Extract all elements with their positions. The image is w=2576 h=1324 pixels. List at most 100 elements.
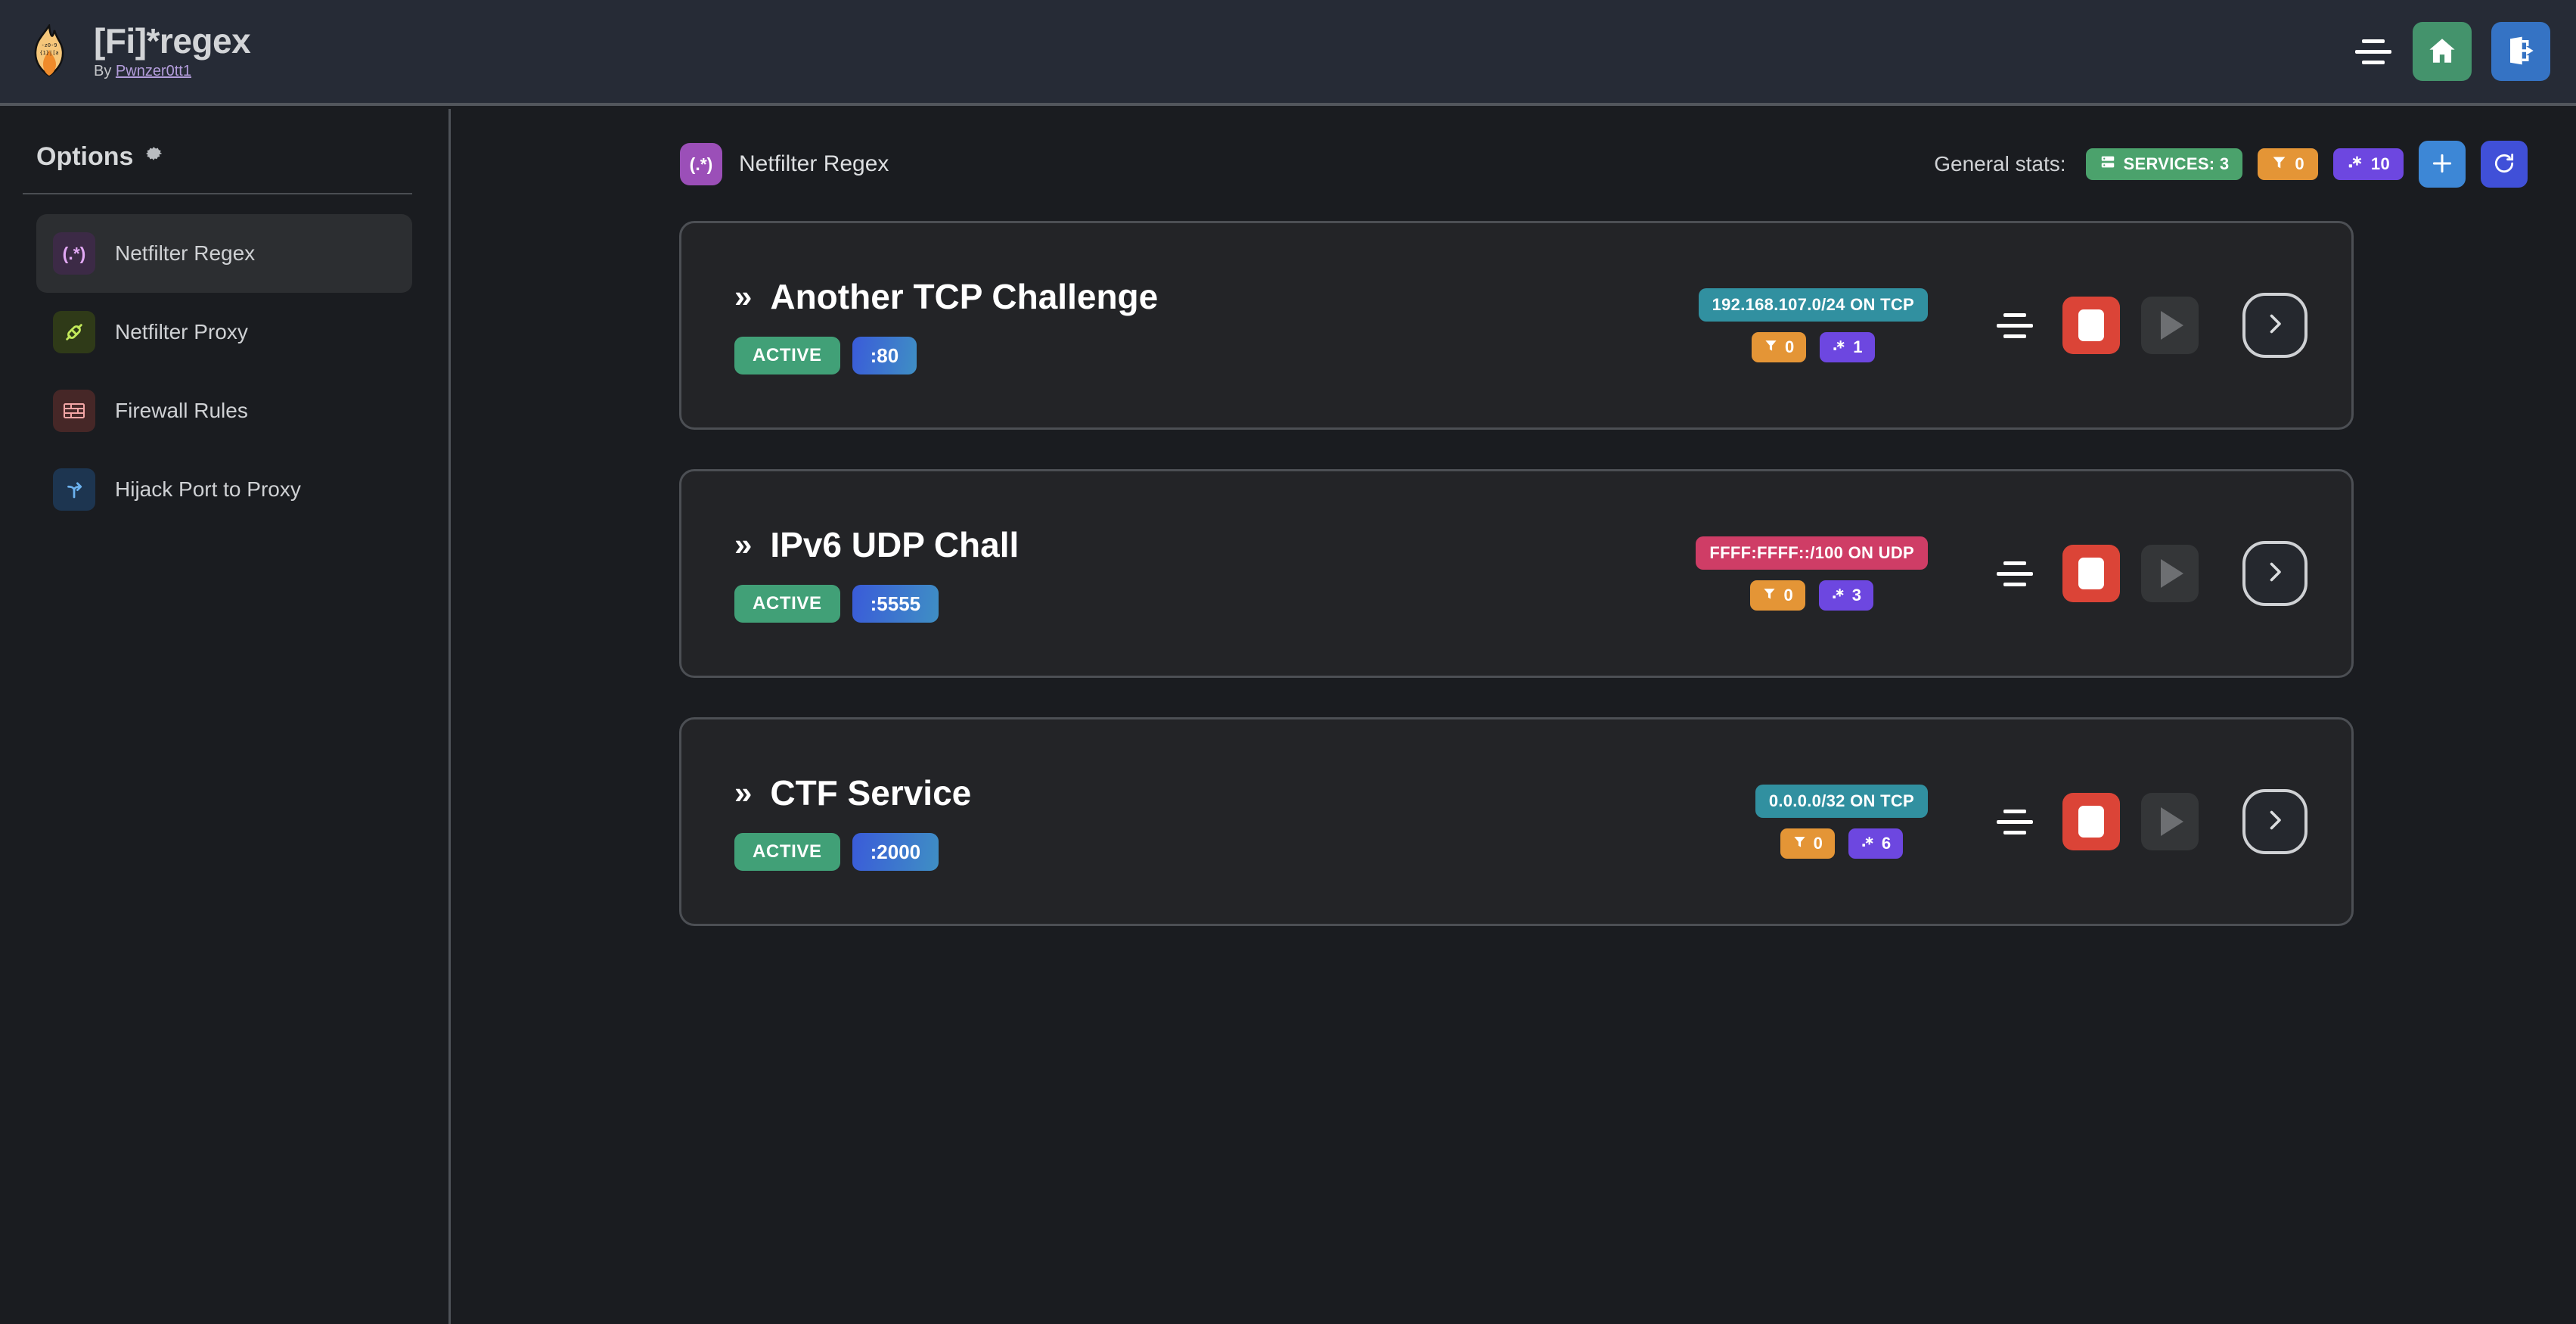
flame-regex-logo-icon: -z0-9 {1}|[a <box>26 23 73 79</box>
general-stats: General stats: SERVICES: 3 <box>1934 141 2528 188</box>
status-badge: ACTIVE <box>734 337 840 375</box>
status-badge-regexes: 10 <box>2332 148 2404 180</box>
hamburger-icon[interactable] <box>2354 35 2393 68</box>
network-badge: 0.0.0.0/32 ON TCP <box>1755 785 1928 818</box>
service-title-row: » Another TCP Challenge <box>734 276 1158 317</box>
sidebar-nav: (.*) Netfilter Regex Netfilter Proxy Fir… <box>0 214 448 529</box>
filter-count-badge: 0 <box>1750 580 1805 611</box>
service-badges: ACTIVE :80 <box>734 337 1158 375</box>
stop-button[interactable] <box>2062 793 2120 850</box>
open-service-details-button[interactable] <box>2242 789 2308 854</box>
sidebar-item-hijack-port-to-proxy[interactable]: Hijack Port to Proxy <box>36 450 412 529</box>
list-icon[interactable] <box>1988 303 2041 348</box>
service-network-info: FFFF:FFFF::/100 ON UDP 0 3 <box>1696 536 1928 611</box>
service-name: CTF Service <box>770 773 972 813</box>
regex-icon <box>1861 834 1875 853</box>
service-badges: ACTIVE :5555 <box>734 585 1019 623</box>
sidebar-item-label: Netfilter Regex <box>115 241 256 265</box>
funnel-icon <box>1762 586 1777 605</box>
regex-count-label: 6 <box>1881 834 1892 853</box>
network-badge: FFFF:FFFF::/100 ON UDP <box>1696 536 1928 570</box>
regex-icon <box>2347 154 2363 175</box>
start-button[interactable] <box>2141 793 2199 850</box>
double-chevron-icon: » <box>734 278 753 314</box>
service-network-info: 0.0.0.0/32 ON TCP 0 6 <box>1755 785 1928 859</box>
sidebar-heading: Options <box>36 142 448 172</box>
author-link[interactable]: Pwnzer0tt1 <box>115 63 191 80</box>
regex-count-badge: 1 <box>1820 332 1875 362</box>
stop-icon <box>2078 558 2104 589</box>
list-icon[interactable] <box>1988 551 2041 596</box>
add-service-button[interactable] <box>2419 141 2466 188</box>
plug-icon <box>53 311 95 353</box>
service-title-row: » IPv6 UDP Chall <box>734 524 1019 565</box>
open-service-details-button[interactable] <box>2242 541 2308 606</box>
start-button[interactable] <box>2141 545 2199 602</box>
main-content: (.*) Netfilter Regex General stats: SERV… <box>453 109 2576 1324</box>
refresh-icon <box>2492 151 2516 178</box>
logout-icon <box>2505 35 2537 69</box>
start-button[interactable] <box>2141 297 2199 354</box>
filter-count-label: 0 <box>1783 586 1793 605</box>
fork-route-icon <box>53 468 95 511</box>
general-stats-label: General stats: <box>1934 152 2066 176</box>
server-icon <box>2100 154 2116 175</box>
chevron-right-icon <box>2261 807 2289 838</box>
regex-count-label: 1 <box>1853 337 1863 356</box>
sidebar-item-firewall-rules[interactable]: Firewall Rules <box>36 371 412 450</box>
sidebar-heading-label: Options <box>36 142 134 171</box>
service-info: » Another TCP Challenge ACTIVE :80 <box>734 276 1158 375</box>
service-name: Another TCP Challenge <box>770 277 1159 316</box>
svg-text:{1}|[a: {1}|[a <box>39 50 58 56</box>
service-list: » Another TCP Challenge ACTIVE :80 192.1… <box>679 221 2576 926</box>
sidebar: Options (.*) Netfilter Regex Netfilter P… <box>0 109 451 1324</box>
list-icon[interactable] <box>1988 799 2041 844</box>
svg-text:-z0-9: -z0-9 <box>41 42 57 48</box>
sidebar-item-label: Netfilter Proxy <box>115 320 248 343</box>
play-icon <box>2161 559 2183 588</box>
open-service-details-button[interactable] <box>2242 293 2308 358</box>
regex-count-badge: 3 <box>1818 580 1873 611</box>
network-badge: 192.168.107.0/24 ON TCP <box>1698 288 1928 322</box>
sidebar-item-label: Hijack Port to Proxy <box>115 477 301 501</box>
chevron-right-icon <box>2261 558 2289 589</box>
service-card[interactable]: » IPv6 UDP Chall ACTIVE :5555 FFFF:FFFF:… <box>679 469 2354 678</box>
status-badge: ACTIVE <box>734 585 840 623</box>
filter-count-badge: 0 <box>1752 332 1807 362</box>
brand: -z0-9 {1}|[a [Fi]*regex By Pwnzer0tt1 <box>26 20 251 80</box>
service-card[interactable]: » CTF Service ACTIVE :2000 0.0.0.0/32 ON… <box>679 717 2354 926</box>
content-header: (.*) Netfilter Regex General stats: SERV… <box>680 141 2528 188</box>
funnel-icon <box>1792 834 1807 853</box>
home-button[interactable] <box>2413 22 2472 81</box>
service-info: » CTF Service ACTIVE :2000 <box>734 772 971 871</box>
brand-text: [Fi]*regex By Pwnzer0tt1 <box>94 20 251 80</box>
funnel-icon <box>1764 337 1778 357</box>
home-icon <box>2426 35 2458 69</box>
service-card[interactable]: » Another TCP Challenge ACTIVE :80 192.1… <box>679 221 2354 430</box>
stop-button[interactable] <box>2062 545 2120 602</box>
stop-button[interactable] <box>2062 297 2120 354</box>
header-actions <box>2354 22 2550 81</box>
play-icon <box>2161 807 2183 836</box>
sidebar-item-netfilter-regex[interactable]: (.*) Netfilter Regex <box>36 214 412 293</box>
stop-icon <box>2078 309 2104 341</box>
app-title: [Fi]*regex <box>94 20 251 61</box>
app-header: -z0-9 {1}|[a [Fi]*regex By Pwnzer0tt1 <box>0 0 2576 106</box>
regex-icon: (.*) <box>53 232 95 275</box>
status-badge-filters: 0 <box>2258 148 2318 180</box>
refresh-button[interactable] <box>2481 141 2528 188</box>
service-network-info: 192.168.107.0/24 ON TCP 0 1 <box>1698 288 1928 362</box>
service-counters: 0 1 <box>1752 332 1875 362</box>
regex-icon <box>1832 337 1846 357</box>
double-chevron-icon: » <box>734 775 753 810</box>
regex-count-badge: 6 <box>1848 828 1904 859</box>
double-chevron-icon: » <box>734 527 753 562</box>
sidebar-item-netfilter-proxy[interactable]: Netfilter Proxy <box>36 293 412 371</box>
status-badge-services: SERVICES: 3 <box>2085 148 2243 180</box>
by-prefix: By <box>94 63 116 80</box>
page-title: Netfilter Regex <box>739 151 889 176</box>
service-name: IPv6 UDP Chall <box>770 525 1020 564</box>
logout-button[interactable] <box>2491 22 2550 81</box>
service-badges: ACTIVE :2000 <box>734 833 971 871</box>
regexes-count-label: 10 <box>2370 154 2390 173</box>
